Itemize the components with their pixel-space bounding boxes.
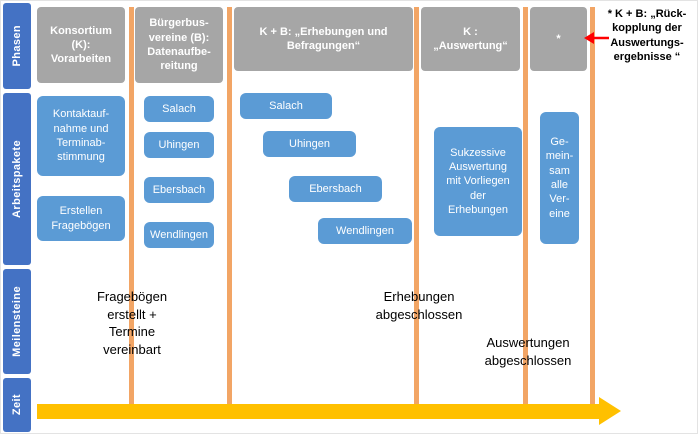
wp-erhebung-salach: Salach [240, 93, 332, 119]
timeline-divider-4 [523, 7, 528, 409]
phase-auswertung: K : „Auswertung“ [421, 7, 520, 71]
wp-erhebung-ebersbach: Ebersbach [289, 176, 382, 202]
wp-daten-ebersbach: Ebersbach [144, 177, 214, 203]
sidebar-label-meilensteine: Meilensteine [11, 286, 23, 357]
wp-erhebung-uhingen: Uhingen [263, 131, 356, 157]
wp-daten-salach: Salach [144, 96, 214, 122]
phase-buergerbusvereine-datenaufbereitung: Bürgerbus- vereine (B): Datenaufbe- reit… [135, 7, 223, 83]
time-axis-arrow-body [37, 404, 599, 419]
wp-gemeinsam-alle-vereine: Ge- mein- sam alle Ver- eine [540, 112, 579, 244]
sidebar-section-phasen: Phasen [3, 3, 31, 89]
phase-konsortium-vorarbeiten: Konsortium (K): Vorarbeiten [37, 7, 125, 83]
timeline-divider-3 [414, 7, 419, 409]
milestone-frageboegen-erstellt: Fragebögen erstellt + Termine vereinbart [96, 289, 168, 357]
phase-erhebungen-befragungen: K + B: „Erhebungen und Befragungen“ [234, 7, 413, 71]
sidebar-label-zeit: Zeit [11, 394, 23, 416]
phase-rueckkopplung-note: * K + B: „Rück- kopplung der Auswertungs… [607, 8, 687, 63]
wp-sukzessive-auswertung: Sukzessive Auswertung mit Vorliegen der … [434, 127, 522, 236]
time-axis-arrow-head [599, 397, 621, 425]
timeline-divider-5 [590, 7, 595, 409]
wp-daten-uhingen: Uhingen [144, 132, 214, 158]
timeline-divider-1 [129, 7, 134, 409]
wp-kontaktaufnahme-terminabstimmung: Kontaktauf- nahme und Terminab- stimmung [37, 96, 125, 176]
sidebar-section-meilensteine: Meilensteine [3, 269, 31, 374]
timeline-divider-2 [227, 7, 232, 409]
wp-erstellen-frageboegen: Erstellen Fragebögen [37, 196, 125, 241]
milestone-erhebungen-abgeschlossen: Erhebungen abgeschlossen [375, 289, 463, 322]
sidebar-label-phasen: Phasen [11, 25, 23, 67]
sidebar-section-zeit: Zeit [3, 378, 31, 432]
sidebar-label-arbeitspakete: Arbeitspakete [11, 140, 23, 218]
phase-star: * [530, 7, 587, 71]
red-callout-arrow [584, 32, 609, 44]
sidebar-section-arbeitspakete: Arbeitspakete [3, 93, 31, 265]
wp-daten-wendlingen: Wendlingen [144, 222, 214, 248]
wp-erhebung-wendlingen: Wendlingen [318, 218, 412, 244]
milestone-auswertungen-abgeschlossen: Auswertungen abgeschlossen [484, 335, 572, 368]
